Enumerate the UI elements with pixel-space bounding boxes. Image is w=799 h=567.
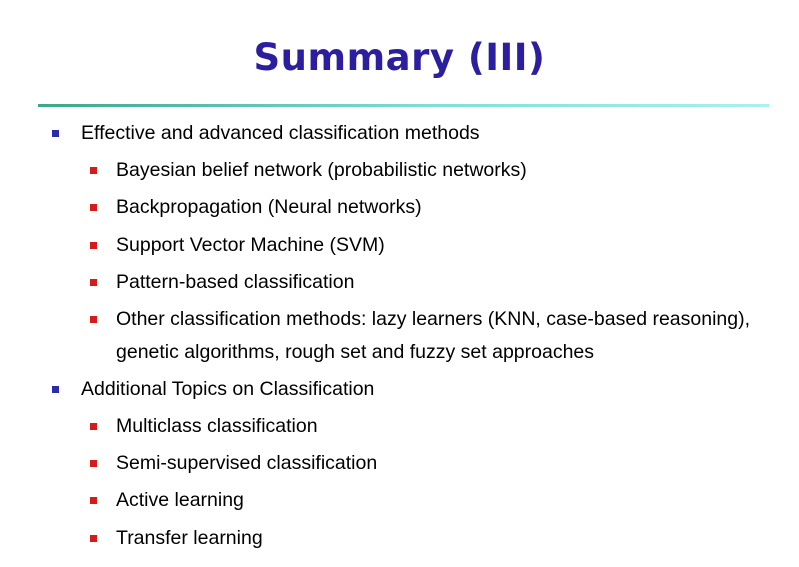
list-item: Transfer learning [116, 527, 263, 549]
level2-bullet-marker [90, 460, 97, 467]
list-item: Semi-supervised classification [116, 452, 378, 474]
level2-bullet-marker [90, 242, 97, 249]
section-heading: Additional Topics on Classification [81, 378, 375, 400]
list-item: Other classification methods: lazy learn… [116, 308, 751, 330]
level2-bullet-marker [90, 316, 97, 323]
level1-bullet-marker [52, 130, 59, 137]
list-item: Multiclass classification [116, 415, 318, 437]
level2-bullet-marker [90, 279, 97, 286]
list-item: Support Vector Machine (SVM) [116, 234, 385, 256]
level2-bullet-marker [90, 423, 97, 430]
slide-title: Summary (III) [253, 36, 546, 79]
list-item-continuation: genetic algorithms, rough set and fuzzy … [116, 341, 595, 363]
section-heading: Effective and advanced classification me… [81, 122, 480, 144]
level1-bullet-marker [52, 386, 59, 393]
level2-bullet-marker [90, 497, 97, 504]
list-item: Backpropagation (Neural networks) [116, 196, 422, 218]
list-item: Bayesian belief network (probabilistic n… [116, 159, 527, 181]
level2-bullet-marker [90, 204, 97, 211]
level2-bullet-marker [90, 167, 97, 174]
list-item: Pattern-based classification [116, 271, 355, 293]
title-divider [38, 104, 769, 107]
level2-bullet-marker [90, 535, 97, 542]
list-item: Active learning [116, 489, 244, 511]
